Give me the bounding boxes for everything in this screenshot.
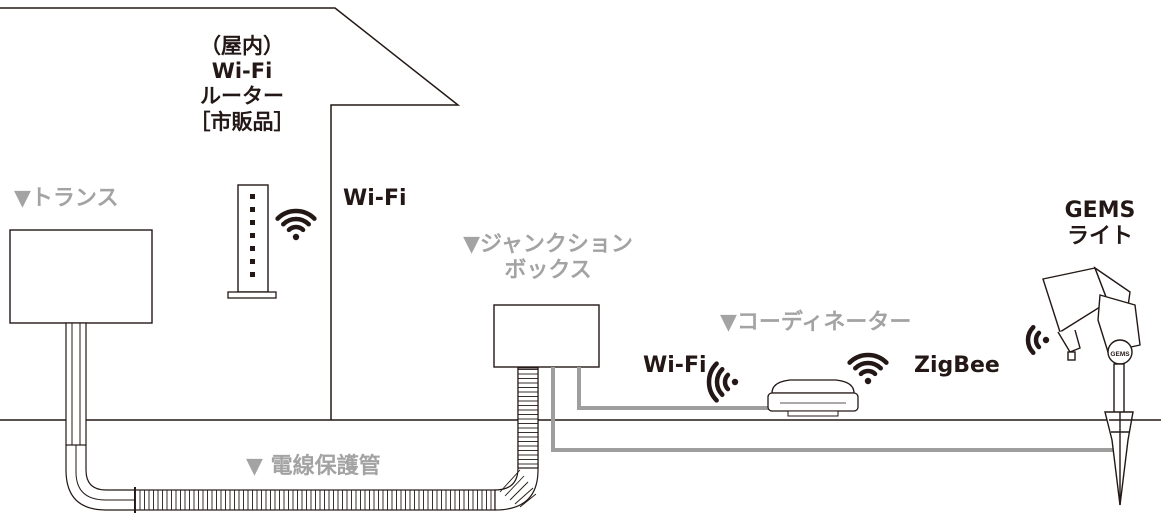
router-label-line4: ［市販品］ bbox=[189, 109, 295, 134]
wifi-waves-icon bbox=[275, 208, 317, 241]
zigbee-waves-icon bbox=[847, 352, 889, 385]
gems-light: GEMS bbox=[1042, 266, 1141, 506]
router-label: （屋内） Wi-Fi ルーター ［市販品］ bbox=[182, 34, 302, 135]
house-outline bbox=[0, 7, 461, 420]
junction-box-label-line2: ボックス bbox=[504, 258, 592, 284]
junction-box-label-line1: ▼ジャンクション bbox=[463, 232, 633, 257]
wifi-coordinator-label: Wi-Fi bbox=[643, 353, 707, 378]
wifi-waves-icon bbox=[1025, 325, 1050, 355]
cables bbox=[551, 367, 1115, 452]
gems-light-label: GEMS ライト bbox=[1050, 198, 1150, 251]
gems-light-label-line2: ライト bbox=[1066, 224, 1133, 250]
junction-box bbox=[493, 304, 600, 368]
router-label-line1: （屋内） bbox=[200, 34, 284, 58]
wifi-waves-icon bbox=[706, 361, 739, 403]
coordinator-label: ▼コーディネーター bbox=[720, 310, 912, 335]
zigbee-label: ZigBee bbox=[914, 353, 1000, 378]
transformer-label: ▼トランス bbox=[14, 186, 119, 211]
junction-box-label: ▼ジャンクション ボックス bbox=[448, 232, 648, 285]
conduit-right bbox=[494, 367, 539, 511]
coordinator-device bbox=[767, 379, 859, 417]
wifi-house-label: Wi-Fi bbox=[343, 186, 407, 211]
transformer-box bbox=[9, 229, 153, 324]
conduit-label: ▼ 電線保護管 bbox=[246, 454, 381, 479]
router-label-line3: ルーター bbox=[200, 84, 284, 109]
conduit-horizontal bbox=[134, 489, 496, 511]
router-device bbox=[227, 184, 277, 299]
conduit-left bbox=[65, 322, 136, 513]
router-label-line2: Wi-Fi bbox=[211, 59, 273, 84]
light-badge: GEMS bbox=[1110, 351, 1130, 358]
gems-light-label-line1: GEMS bbox=[1064, 198, 1136, 223]
